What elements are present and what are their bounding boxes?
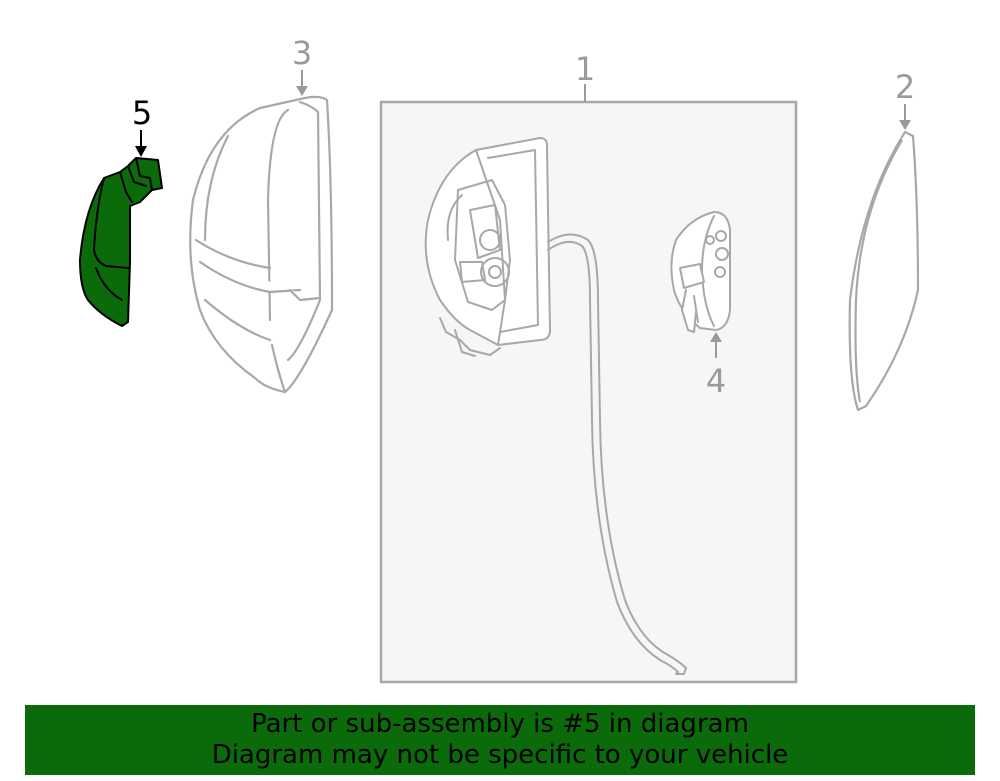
- callout-label-5: 5: [132, 94, 152, 132]
- callout-label-4: 4: [706, 362, 726, 400]
- part-4-actuator-motor[interactable]: [670, 211, 731, 333]
- part-5-highlighted-part[interactable]: [79, 157, 163, 327]
- callout-4[interactable]: 4: [706, 332, 726, 400]
- banner-line-1: Part or sub-assembly is #5 in diagram: [251, 709, 749, 739]
- parts-diagram: 1 2 3: [79, 34, 920, 684]
- callout-label-2: 2: [895, 68, 915, 106]
- callout-3[interactable]: 3: [292, 34, 312, 96]
- callout-label-3: 3: [292, 34, 312, 72]
- info-banner: Part or sub-assembly is #5 in diagram Di…: [25, 705, 975, 775]
- callout-2[interactable]: 2: [895, 68, 915, 130]
- callout-5[interactable]: 5: [132, 94, 152, 157]
- part-2-mirror-glass[interactable]: [848, 130, 920, 412]
- callout-label-1: 1: [575, 50, 595, 88]
- part-3-mirror-housing[interactable]: [189, 95, 334, 394]
- part-1-mirror-assembly[interactable]: [424, 137, 687, 675]
- banner-line-2: Diagram may not be specific to your vehi…: [211, 740, 789, 770]
- callout-1[interactable]: 1: [575, 50, 595, 102]
